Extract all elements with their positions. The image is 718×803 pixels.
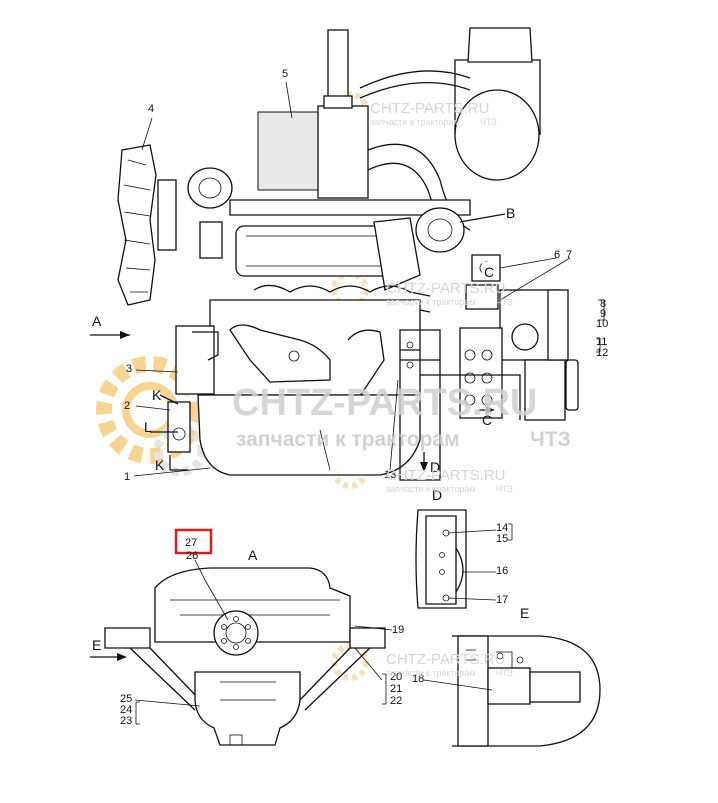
svg-text:CHTZ-PARTS.RU: CHTZ-PARTS.RU [232, 382, 537, 424]
callout-18: 18 [412, 673, 424, 685]
callout-12: 12 [596, 347, 608, 359]
svg-text:ЧТЗ: ЧТЗ [496, 668, 513, 678]
view-label-d-detail: D [432, 487, 442, 503]
callout-25: 25 [120, 693, 132, 705]
callout-10: 10 [596, 318, 608, 330]
callout-17: 17 [496, 594, 508, 606]
view-arrow-c-top: C [482, 262, 498, 280]
svg-text:запчасти к тракторам: запчасти к тракторам [370, 117, 460, 127]
view-label-e-detail: E [520, 605, 529, 621]
callout-11: 11 [596, 336, 607, 348]
callout-23: 23 [120, 715, 132, 727]
callout-27: 27 [185, 537, 197, 549]
svg-text:ЧТЗ: ЧТЗ [530, 428, 571, 451]
callout-21: 21 [390, 683, 402, 695]
view-label-k-top: K [152, 387, 162, 403]
svg-text:запчасти к тракторам: запчасти к тракторам [386, 668, 476, 678]
callout-3: 3 [126, 363, 132, 375]
svg-text:CHTZ-PARTS.RU: CHTZ-PARTS.RU [386, 280, 505, 297]
view-arrow-l: L [144, 419, 178, 435]
view-a-bottom: A E [90, 547, 393, 746]
callout-22: 22 [390, 695, 402, 707]
watermark-text-small-3: CHTZ-PARTS.RU запчасти к тракторам ЧТЗ [386, 467, 513, 494]
view-label-b: B [506, 205, 515, 221]
svg-text:CHTZ-PARTS.RU: CHTZ-PARTS.RU [386, 651, 505, 668]
svg-text:ЧТЗ: ЧТЗ [480, 117, 497, 127]
callout-19: 19 [392, 624, 404, 636]
svg-text:CHTZ-PARTS.RU: CHTZ-PARTS.RU [386, 467, 505, 484]
callout-20: 20 [390, 671, 402, 683]
callout-14: 14 [496, 522, 508, 534]
view-label-a-main: A [92, 313, 102, 329]
callout-2: 2 [124, 400, 130, 412]
view-label-k-bottom: K [155, 457, 165, 473]
watermark-text-small-1: CHTZ-PARTS.RU запчасти к тракторам ЧТЗ [370, 100, 497, 127]
view-label-d-main: D [430, 459, 440, 475]
view-arrow-c-bottom: C [478, 406, 494, 428]
view-arrow-b: B [459, 205, 515, 223]
callout-24: 24 [120, 704, 132, 716]
callout-5: 5 [282, 68, 288, 80]
callout-13: 13 [384, 469, 396, 481]
view-label-c-top: C [484, 264, 494, 280]
watermark-text-small-4: CHTZ-PARTS.RU запчасти к тракторам ЧТЗ [386, 651, 513, 678]
view-arrow-k-top: K [152, 387, 179, 405]
svg-text:запчасти к тракторам: запчасти к тракторам [386, 484, 476, 494]
detail-view-d: D [415, 487, 513, 609]
callout-4: 4 [148, 103, 154, 115]
watermark-text-small-2: CHTZ-PARTS.RU запчасти к тракторам ЧТЗ [386, 280, 513, 307]
callout-16: 16 [496, 565, 508, 577]
view-arrow-k-bottom: K [155, 455, 188, 473]
view-label-e-bottom: E [92, 637, 101, 653]
svg-text:ЧТЗ: ЧТЗ [496, 297, 513, 307]
callout-15: 15 [496, 533, 508, 545]
view-label-c-bottom: C [482, 412, 492, 428]
callout-9: 9 [600, 308, 606, 320]
callout-7: 7 [566, 249, 572, 261]
detail-view-e: E [423, 605, 601, 747]
svg-text:запчасти к тракторам: запчасти к тракторам [386, 297, 476, 307]
callout-leaders-upper [133, 81, 605, 477]
view-arrow-a-main: A [90, 313, 130, 339]
view-label-l: L [144, 419, 152, 435]
callout-27-highlight: 27 [174, 528, 213, 555]
svg-text:ЧТЗ: ЧТЗ [496, 484, 513, 494]
callout-8: 8 [600, 298, 606, 310]
svg-text:запчасти к тракторам: запчасти к тракторам [236, 428, 460, 451]
callout-26: 26 [186, 550, 198, 562]
svg-text:CHTZ-PARTS.RU: CHTZ-PARTS.RU [370, 100, 489, 117]
view-arrow-d-main: D [420, 452, 440, 475]
callout-6: 6 [554, 249, 560, 261]
callout-1: 1 [124, 471, 130, 483]
engine-main-view [117, 27, 579, 481]
view-label-a-bottom: A [248, 547, 258, 563]
watermark-text-large: CHTZ-PARTS.RU запчасти к тракторам ЧТЗ [232, 382, 571, 451]
